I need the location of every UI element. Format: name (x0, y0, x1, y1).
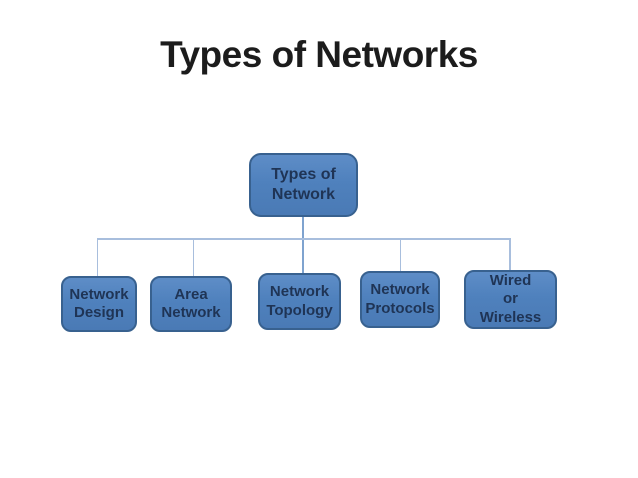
node-label: Area Network (161, 285, 221, 321)
slide-title: Types of Networks (160, 34, 478, 75)
node-label: Network Design (69, 285, 129, 321)
node-area-network: Area Network (150, 276, 232, 332)
connector-drop-network-protocols (399, 238, 401, 271)
node-wired-or-wireless: Wired or Wireless (464, 270, 557, 329)
connector-drop-network-design (96, 238, 98, 276)
connector-root-stub (302, 217, 304, 273)
connector-drop-area-network (192, 238, 194, 276)
node-network-topology: Network Topology (258, 273, 341, 330)
node-label: Network Protocols (365, 281, 435, 317)
connector-horizontal (97, 238, 510, 240)
node-network-design: Network Design (61, 276, 137, 332)
node-label: Wired or Wireless (479, 272, 542, 326)
node-types-of-network: Types of Network (249, 153, 358, 217)
node-label: Network Topology (266, 283, 333, 319)
node-label: Types of Network (271, 166, 336, 203)
node-network-protocols: Network Protocols (360, 271, 440, 328)
connector-drop-wired-or-wireless (509, 238, 511, 270)
